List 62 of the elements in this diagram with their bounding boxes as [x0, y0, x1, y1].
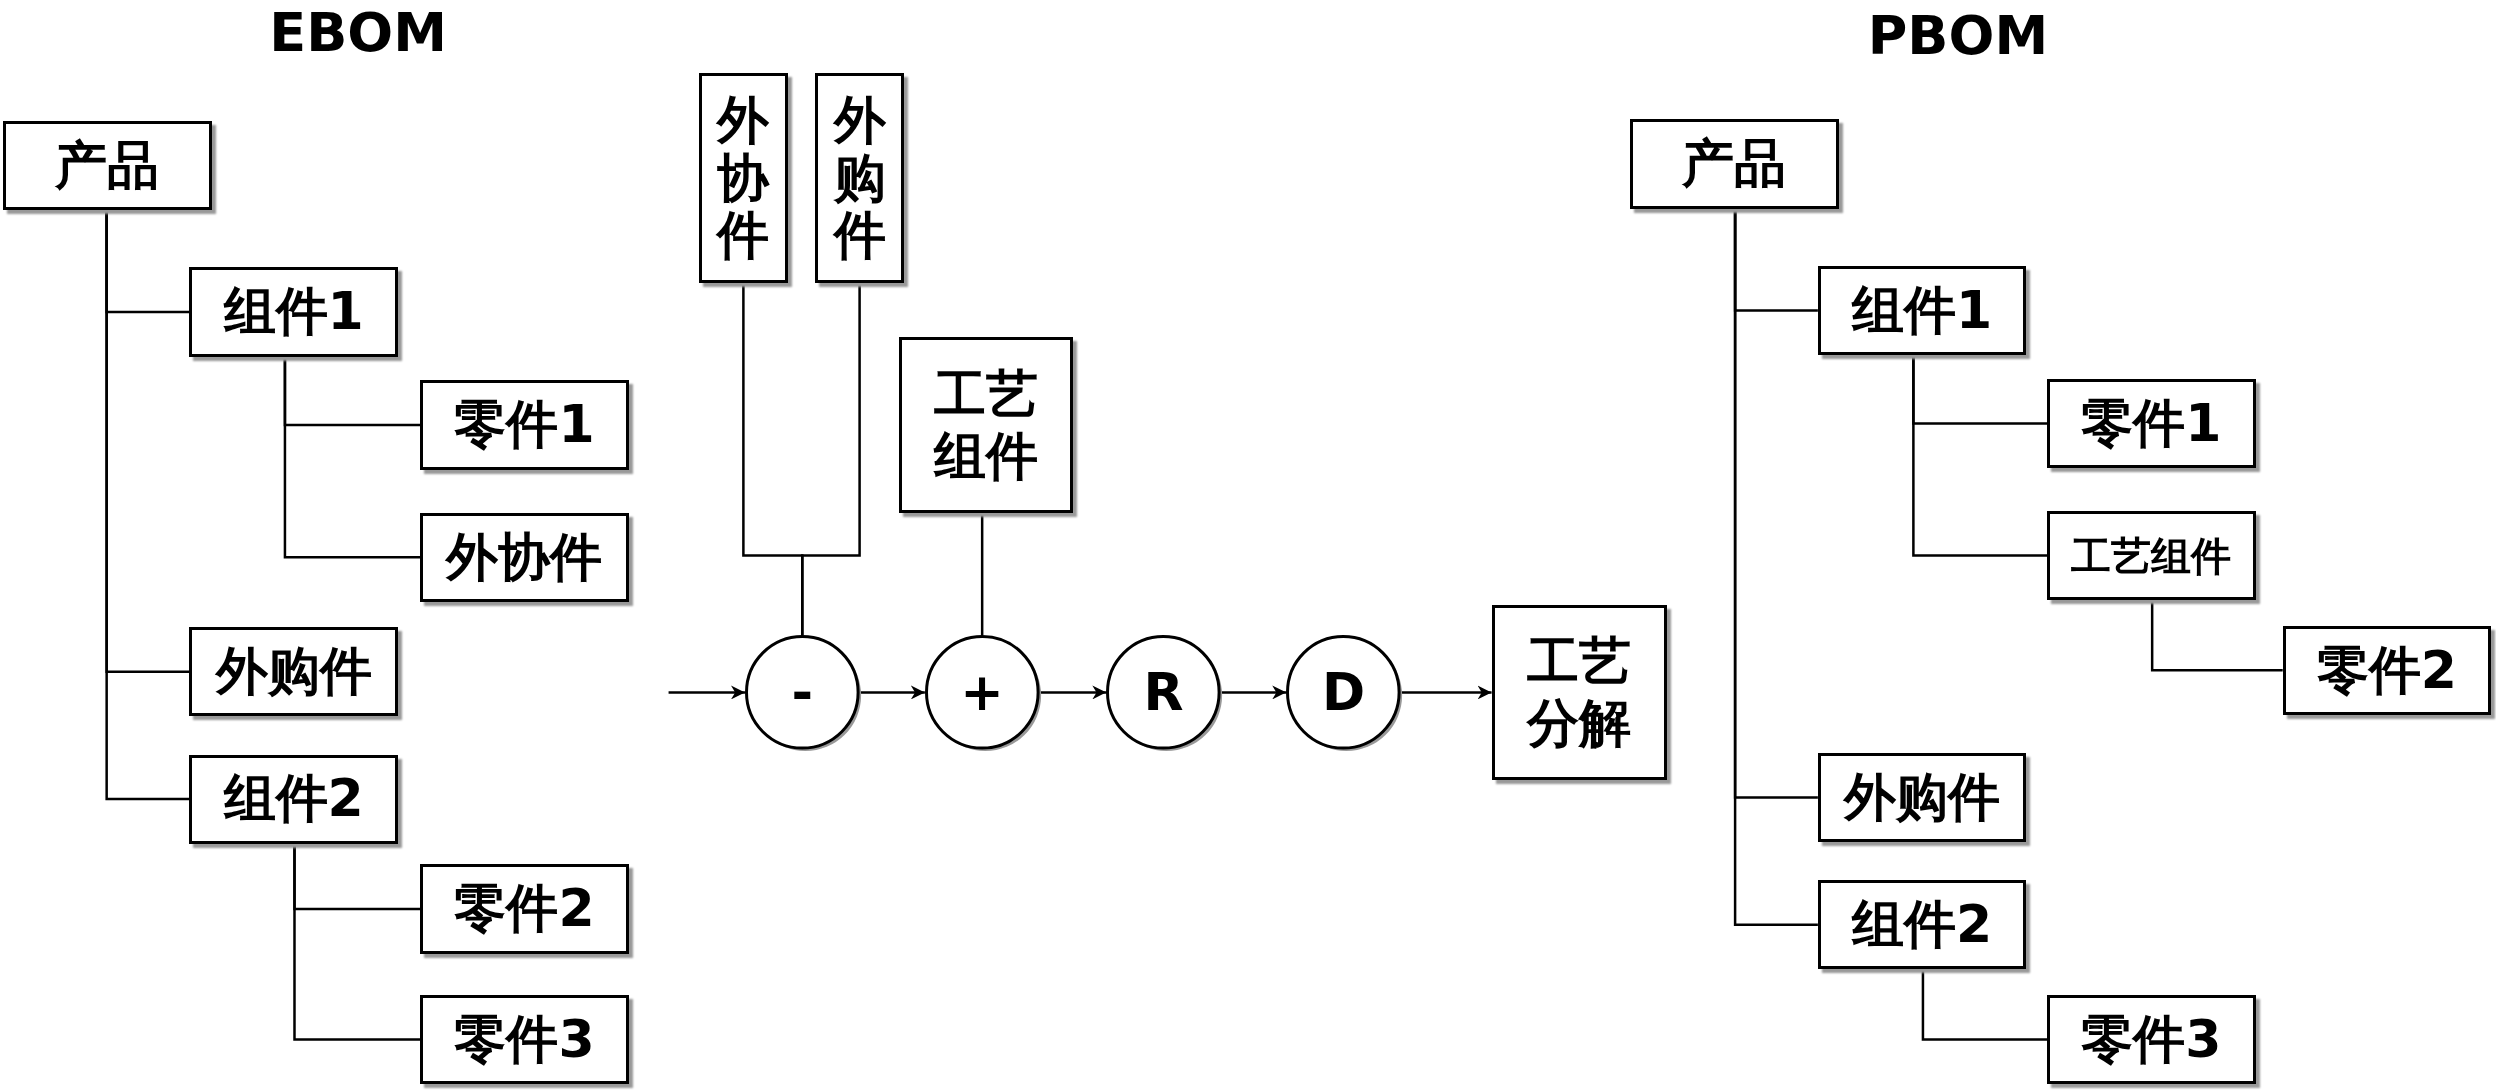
- node-label: 组件1: [223, 283, 364, 341]
- node-label: 外购件: [833, 92, 886, 265]
- arrow: [1039, 685, 1107, 700]
- process-box: [189, 754, 398, 844]
- node-label: 工艺组件: [932, 362, 1040, 488]
- process-box: [1817, 880, 2027, 970]
- node-label: 零件2: [2316, 641, 2458, 699]
- operation-circle: [924, 635, 1040, 750]
- process-box: [2047, 510, 2256, 601]
- process-box: [3, 120, 212, 211]
- node-label: +: [960, 663, 1004, 722]
- node-label: -: [791, 663, 814, 722]
- process-box: [189, 627, 398, 717]
- process-box: [420, 864, 629, 954]
- node-label: D: [1321, 663, 1366, 722]
- connector-line: [105, 210, 190, 801]
- process-box: [1630, 119, 1839, 209]
- process-box: [420, 380, 629, 470]
- node-label: R: [1143, 663, 1184, 722]
- node-label: 零件1: [454, 396, 595, 454]
- node-label: 组件2: [223, 770, 364, 828]
- connector-line: [293, 843, 421, 1041]
- connector-line: [1733, 208, 1818, 927]
- operation-circle: [744, 635, 860, 750]
- arrow: [668, 685, 745, 700]
- process-box: [2047, 994, 2256, 1085]
- node-label: 外购件: [215, 643, 372, 701]
- node-label: 工艺组件: [2071, 533, 2232, 578]
- process-box: [1817, 752, 2027, 843]
- node-label: 外购件: [1844, 768, 2001, 827]
- node-label: 组件2: [1852, 896, 1993, 954]
- connector-line: [980, 512, 984, 636]
- node-label: 零件3: [2081, 1010, 2222, 1069]
- process-box: [1491, 604, 1667, 780]
- node-label: 零件1: [2081, 394, 2222, 452]
- process-box: [1817, 265, 2027, 355]
- node-label: 外协件: [446, 528, 603, 586]
- process-box: [420, 994, 629, 1085]
- node-label: 外协件: [717, 92, 770, 265]
- section-heading: EBOM: [269, 0, 447, 64]
- operation-circle: [1286, 635, 1401, 750]
- node-label: 工艺分解: [1525, 630, 1633, 755]
- connector-line: [2150, 600, 2283, 672]
- connector-line: [1921, 969, 2048, 1041]
- connector-line: [1912, 355, 2048, 557]
- operation-circle: [1106, 635, 1221, 750]
- node-label: 零件3: [454, 1010, 595, 1069]
- process-box: [698, 73, 788, 284]
- node-label: 产品: [1682, 135, 1787, 193]
- section-heading: PBOM: [1867, 3, 2049, 67]
- connector-line: [801, 283, 861, 636]
- process-box: [420, 512, 629, 602]
- process-box: [2282, 625, 2492, 715]
- process-box: [899, 337, 1073, 513]
- process-box: [189, 267, 398, 357]
- node-label: 产品: [55, 136, 160, 195]
- connector-line: [283, 356, 421, 559]
- process-box: [2047, 378, 2256, 468]
- node-label: 组件1: [1852, 281, 1993, 339]
- process-box: [815, 73, 905, 284]
- arrow: [859, 685, 925, 700]
- node-label: 零件2: [454, 880, 595, 938]
